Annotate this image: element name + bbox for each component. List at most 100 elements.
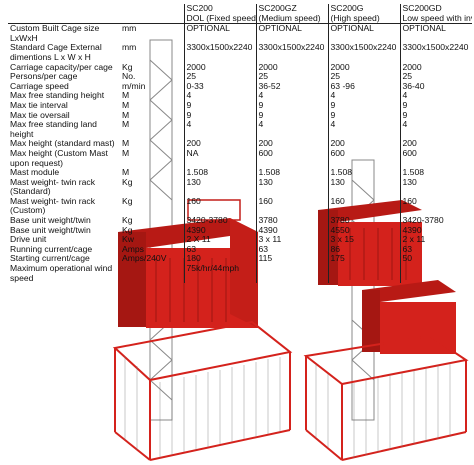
spec-label: Max height (Custom Mast upon request) [10,148,108,168]
spec-value: 200 [183,139,256,149]
spec-value: 200 [327,139,400,149]
spec-label: Persons/per cage [10,72,78,82]
spec-unit: Amps [122,244,144,254]
spec-value: NA [183,148,256,169]
spec-label: Max height (standard mast) [10,139,115,149]
spec-unit: M [122,110,130,120]
spec-value: 2000 [399,62,472,73]
spec-value: 50 [399,254,472,265]
model-name: SC200G [330,4,364,13]
spec-value: 4390 [183,225,256,236]
spec-value: 4550 [327,225,400,236]
column-header-sc200gd: SC200GD Low speed with inverter [399,4,472,25]
spec-label: Maximum operational wind speed [10,264,113,283]
spec-value: 160 [255,196,328,217]
spec-value: 63 [255,244,328,255]
column-header-sc200gz: SC200GZ (Medium speed) [255,4,328,25]
spec-value: 36-40 [399,81,472,92]
spec-value: 4 [255,91,328,101]
spec-value: 4 [327,120,400,140]
spec-value: 130 [183,177,256,197]
spec-value: 9 [399,100,472,111]
spec-unit: mm [122,23,137,34]
spec-label: Base unit weight/twin [10,216,91,226]
spec-value: 2000 [183,62,256,73]
spec-value: OPTIONAL [327,23,400,44]
spec-value: 9 [183,100,256,111]
spec-table: SC200 DOL (Fixed speed) SC200GZ (Medium … [8,4,472,284]
spec-value: 2 X 11 [183,235,256,245]
spec-value: 9 [327,100,400,111]
spec-value: 180 [183,254,256,265]
spec-label: Custom Built Cage size LxWxH [10,23,100,43]
spec-value [327,264,400,284]
table-row: Standard Cage External dimentions L x W … [8,43,472,63]
spec-label: Standard Cage External dimentions L x W … [10,43,102,62]
spec-value: 3300x1500x2240 [327,43,400,63]
spec-value: 130 [399,177,472,197]
spec-label: Carriage speed [10,81,69,91]
spec-value: 75k/hr/44mph [183,264,256,284]
header-unit-cell [120,4,184,25]
spec-value: 3300x1500x2240 [183,43,256,63]
spec-label: Running current/cage [10,244,93,254]
spec-value: 9 [399,110,472,121]
spec-label: Drive unit [10,235,47,245]
model-name: SC200GD [402,4,442,13]
column-header-sc200g: SC200G (High speed) [327,4,400,25]
spec-value [255,264,328,284]
model-name: SC200GZ [258,4,297,13]
left-hoist-base [112,320,293,461]
spec-value: 4 [327,91,400,101]
spec-value: 1.508 [255,168,328,178]
spec-value: 200 [399,139,472,149]
spec-value: 3 x 11 [255,235,328,245]
spec-label: Mast weight- twin rack (Custom) [10,196,96,216]
spec-unit: M [122,148,130,158]
spec-unit: Amps/240V [122,254,167,264]
spec-unit: M [122,100,130,110]
spec-value: 3780 [327,216,400,226]
model-description: DOL (Fixed speed) [186,12,257,23]
spec-value: 115 [255,254,328,265]
spec-value: OPTIONAL [255,23,328,44]
spec-value: 4 [399,120,472,140]
spec-value: 160 [399,196,472,217]
spec-label: Base unit weight/twin [10,225,91,235]
spec-label: Max tie oversail [10,110,70,120]
spec-value: 160 [327,196,400,217]
spec-label: Max free standing land height [10,120,97,139]
spec-value: 9 [255,110,328,121]
spec-value: 1.508 [399,168,472,178]
spec-value: 4 [399,91,472,101]
spec-unit: M [122,168,130,178]
spec-value: 25 [327,72,400,82]
spec-value: 1.508 [327,168,400,178]
right-hoist-mesh [315,363,451,458]
spec-value: 25 [255,72,328,82]
spec-value: 9 [255,100,328,111]
table-header-row: SC200 DOL (Fixed speed) SC200GZ (Medium … [8,4,472,25]
spec-value: OPTIONAL [399,23,472,44]
spec-value: 9 [183,110,256,121]
spec-value: 4 [183,120,256,140]
spec-unit: Kg [122,62,133,72]
spec-label: Starting current/cage [10,254,90,264]
spec-value: 130 [255,177,328,197]
spec-value: 3300x1500x2240 [399,43,472,63]
spec-label: Max tie interval [10,100,68,110]
spec-value: 4390 [399,225,472,236]
spec-value: 63 -96 [327,81,400,92]
spec-value: 600 [399,148,472,169]
